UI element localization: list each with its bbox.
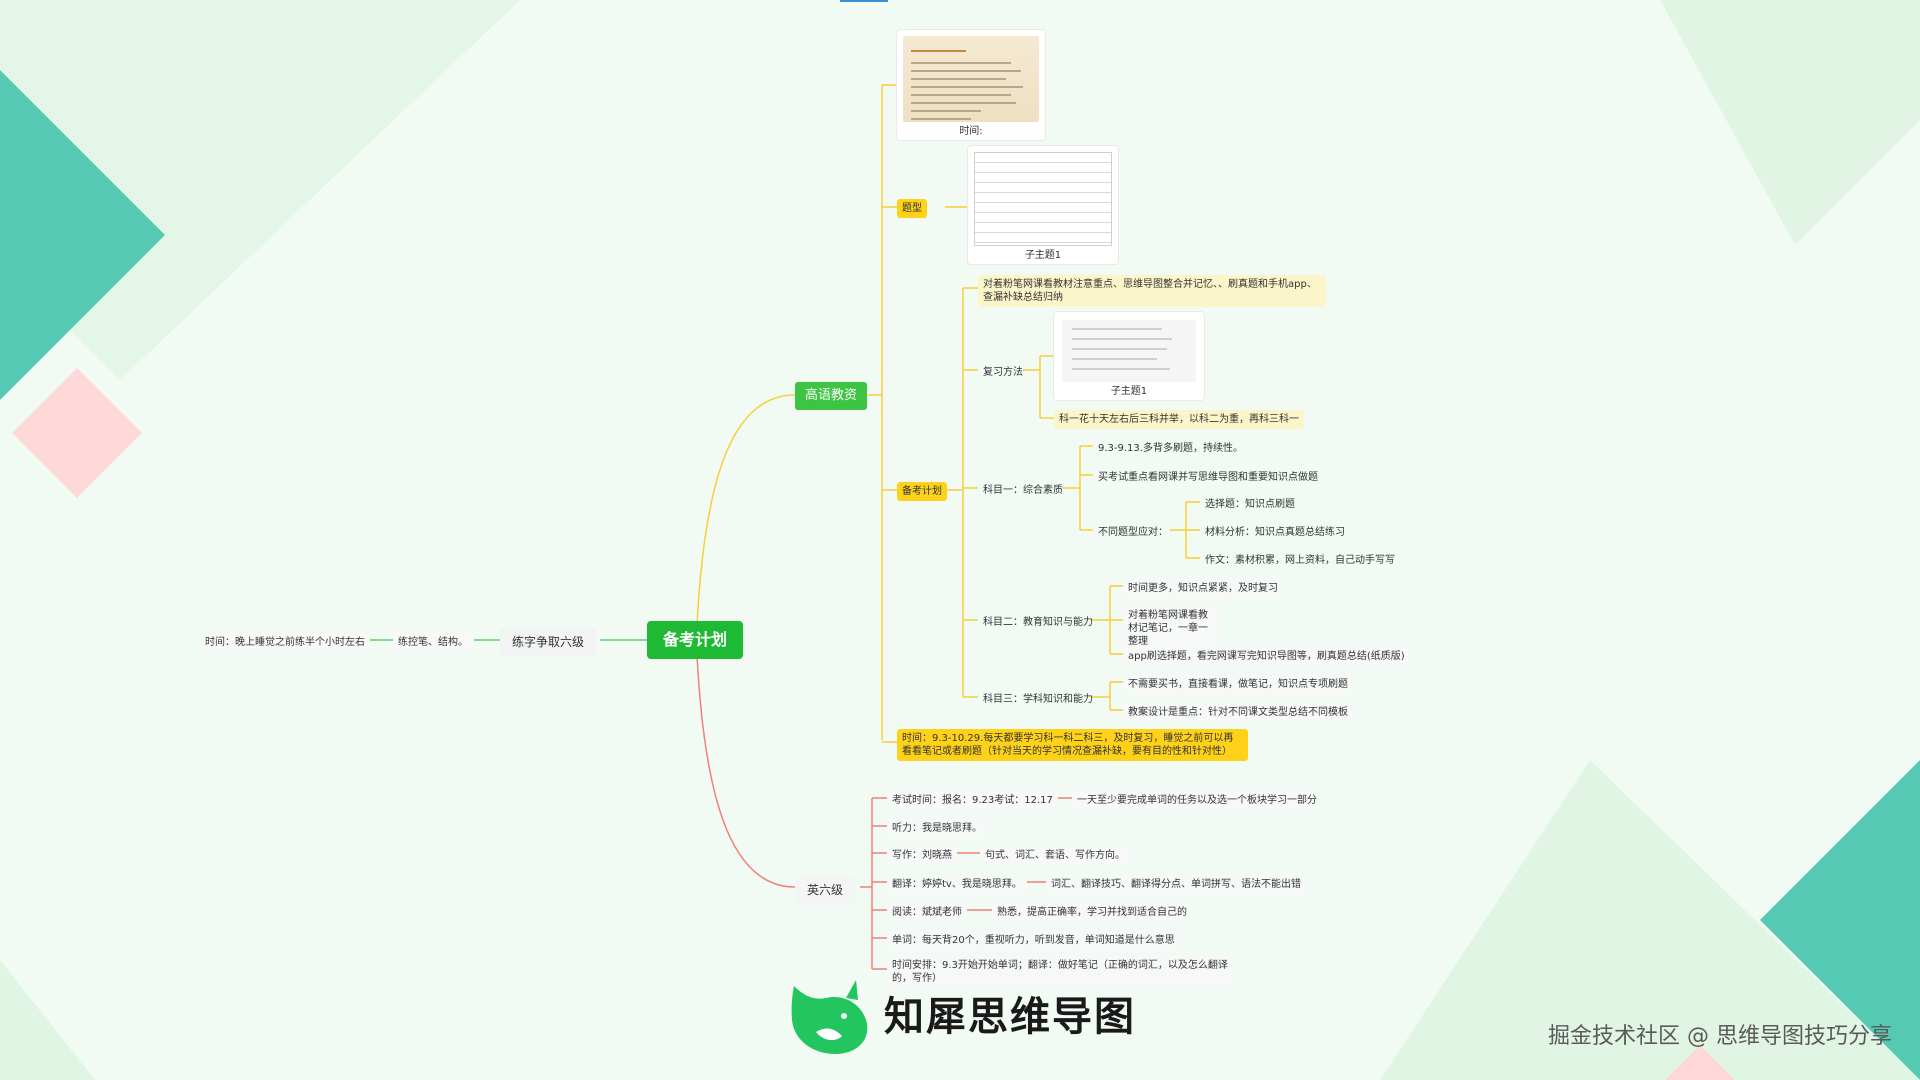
tixing-node[interactable]: 题型 xyxy=(897,199,927,218)
fuxi-image-caption: 子主题1 xyxy=(1110,386,1148,397)
fuxi-image-node[interactable]: 子主题1 xyxy=(1054,312,1204,400)
ke1-type-1[interactable]: 选择题：知识点刷题 xyxy=(1205,499,1295,510)
ke2-node[interactable]: 科目二：教育知识与能力 xyxy=(983,617,1093,628)
eng-item-vocabulary[interactable]: 单词：每天背20个，重视听力，听到发音，单词知道是什么意思 xyxy=(887,931,1180,950)
ke2-item-3[interactable]: app刷选择题，看完网课写完知识导图等，刷真题总结(纸质版) xyxy=(1123,647,1410,666)
eng-item-reading[interactable]: 阅读：斌斌老师 xyxy=(887,903,967,922)
ke2-item-2[interactable]: 对着粉笔网课看教材记笔记，一章一整理 xyxy=(1123,606,1221,651)
root-node[interactable]: 备考计划 xyxy=(647,621,744,659)
schedule-paper-image xyxy=(903,36,1039,122)
review-notes-image xyxy=(1062,320,1196,382)
ke3-item-1[interactable]: 不需要买书，直接看课，做笔记，知识点专项刷题 xyxy=(1123,675,1353,694)
study-note-node[interactable]: 对着粉笔网课看教材注意重点、思维导图整合并记忆、、刷真题和手机app、查漏补缺总… xyxy=(978,275,1326,307)
left-grandchild-node[interactable]: 时间：晚上睡觉之前练半个小时左右 xyxy=(200,633,370,652)
left-branch-node[interactable]: 练字争取六级 xyxy=(500,628,597,656)
top-branch-node[interactable]: 高语教资 xyxy=(795,382,868,410)
decor-pink-diamond xyxy=(12,368,142,498)
ke3-node[interactable]: 科目三：学科知识和能力 xyxy=(983,694,1093,705)
eng-detail-translation[interactable]: 词汇、翻译技巧、翻译得分点、单词拼写、语法不能出错 xyxy=(1046,875,1306,894)
decor-pink-corner xyxy=(1665,1045,1735,1080)
eng-item-exam[interactable]: 考试时间：报名：9.23考试：12.17 xyxy=(887,791,1058,810)
watermark-text: 掘金技术社区 @ 思维导图技巧分享 xyxy=(1548,1024,1892,1049)
logo-text: 知犀思维导图 xyxy=(884,994,1136,1040)
rhino-logo-icon xyxy=(791,980,868,1054)
decor-light-green-top-right xyxy=(1660,0,1920,245)
ke1-item-1[interactable]: 9.3-9.13.多背多刷题，持续性。 xyxy=(1098,443,1243,454)
decor-blue-strip xyxy=(840,0,888,2)
ke1-type-3[interactable]: 作文：素材积累，网上资料，自己动手写写 xyxy=(1205,555,1395,566)
ke2-item-1[interactable]: 时间更多，知识点紧紧，及时复习 xyxy=(1123,579,1283,598)
beikao-node[interactable]: 备考计划 xyxy=(897,482,947,501)
eng-detail-reading[interactable]: 熟悉，提高正确率，学习并找到适合自己的 xyxy=(992,903,1192,922)
ke1-item-3[interactable]: 不同题型应对： xyxy=(1098,527,1168,538)
decor-light-green-bottom-right xyxy=(1380,760,1920,1080)
fuxi-note-node[interactable]: 科一花十天左右后三科并举，以科二为重，再科三科一 xyxy=(1054,410,1304,429)
schedule-node[interactable]: 时间：9.3-10.29.每天都要学习科一科二科三，及时复习，睡觉之前可以再看看… xyxy=(897,729,1248,761)
question-type-table-image xyxy=(974,152,1112,246)
left-child-node[interactable]: 练控笔、结构。 xyxy=(393,633,473,652)
eng-detail-writing[interactable]: 句式、词汇、套语、写作方向。 xyxy=(980,846,1130,865)
time-image-node[interactable]: 时间: xyxy=(897,30,1045,140)
decor-teal-triangle-left xyxy=(0,70,165,400)
link-root-top xyxy=(696,394,796,626)
eng-item-listening[interactable]: 听力：我是晓思拜。 xyxy=(887,819,987,838)
tixing-image-caption: 子主题1 xyxy=(1024,250,1062,261)
eng-item-writing[interactable]: 写作：刘晓燕 xyxy=(887,846,957,865)
time-image-caption: 时间: xyxy=(959,126,983,137)
ke1-node[interactable]: 科目一：综合素质 xyxy=(983,485,1063,496)
bottom-branch-node[interactable]: 英六级 xyxy=(795,875,856,905)
ke3-item-2[interactable]: 教案设计是重点：针对不同课文类型总结不同模板 xyxy=(1123,703,1353,722)
eng-item-translation[interactable]: 翻译：婷婷tv、我是晓思拜。 xyxy=(887,875,1027,894)
fuxi-node[interactable]: 复习方法 xyxy=(983,367,1023,378)
eng-detail-exam[interactable]: 一天至少要完成单词的任务以及选一个板块学习一部分 xyxy=(1072,791,1322,810)
decor-light-green-top-left xyxy=(0,0,520,380)
decor-teal-triangle-right xyxy=(1760,760,1920,1080)
link-root-bottom xyxy=(696,654,796,888)
ke1-item-2[interactable]: 买考试重点看网课并写思维导图和重要知识点做题 xyxy=(1098,472,1318,483)
tixing-image-node[interactable]: 子主题1 xyxy=(968,146,1118,264)
ke1-type-2[interactable]: 材料分析：知识点真题总结练习 xyxy=(1205,527,1345,538)
eng-item-plan[interactable]: 时间安排：9.3开始开始单词；翻译：做好笔记（正确的词汇，以及怎么翻译的，写作） xyxy=(887,956,1235,988)
decor-light-green-bottom-left xyxy=(0,960,95,1080)
